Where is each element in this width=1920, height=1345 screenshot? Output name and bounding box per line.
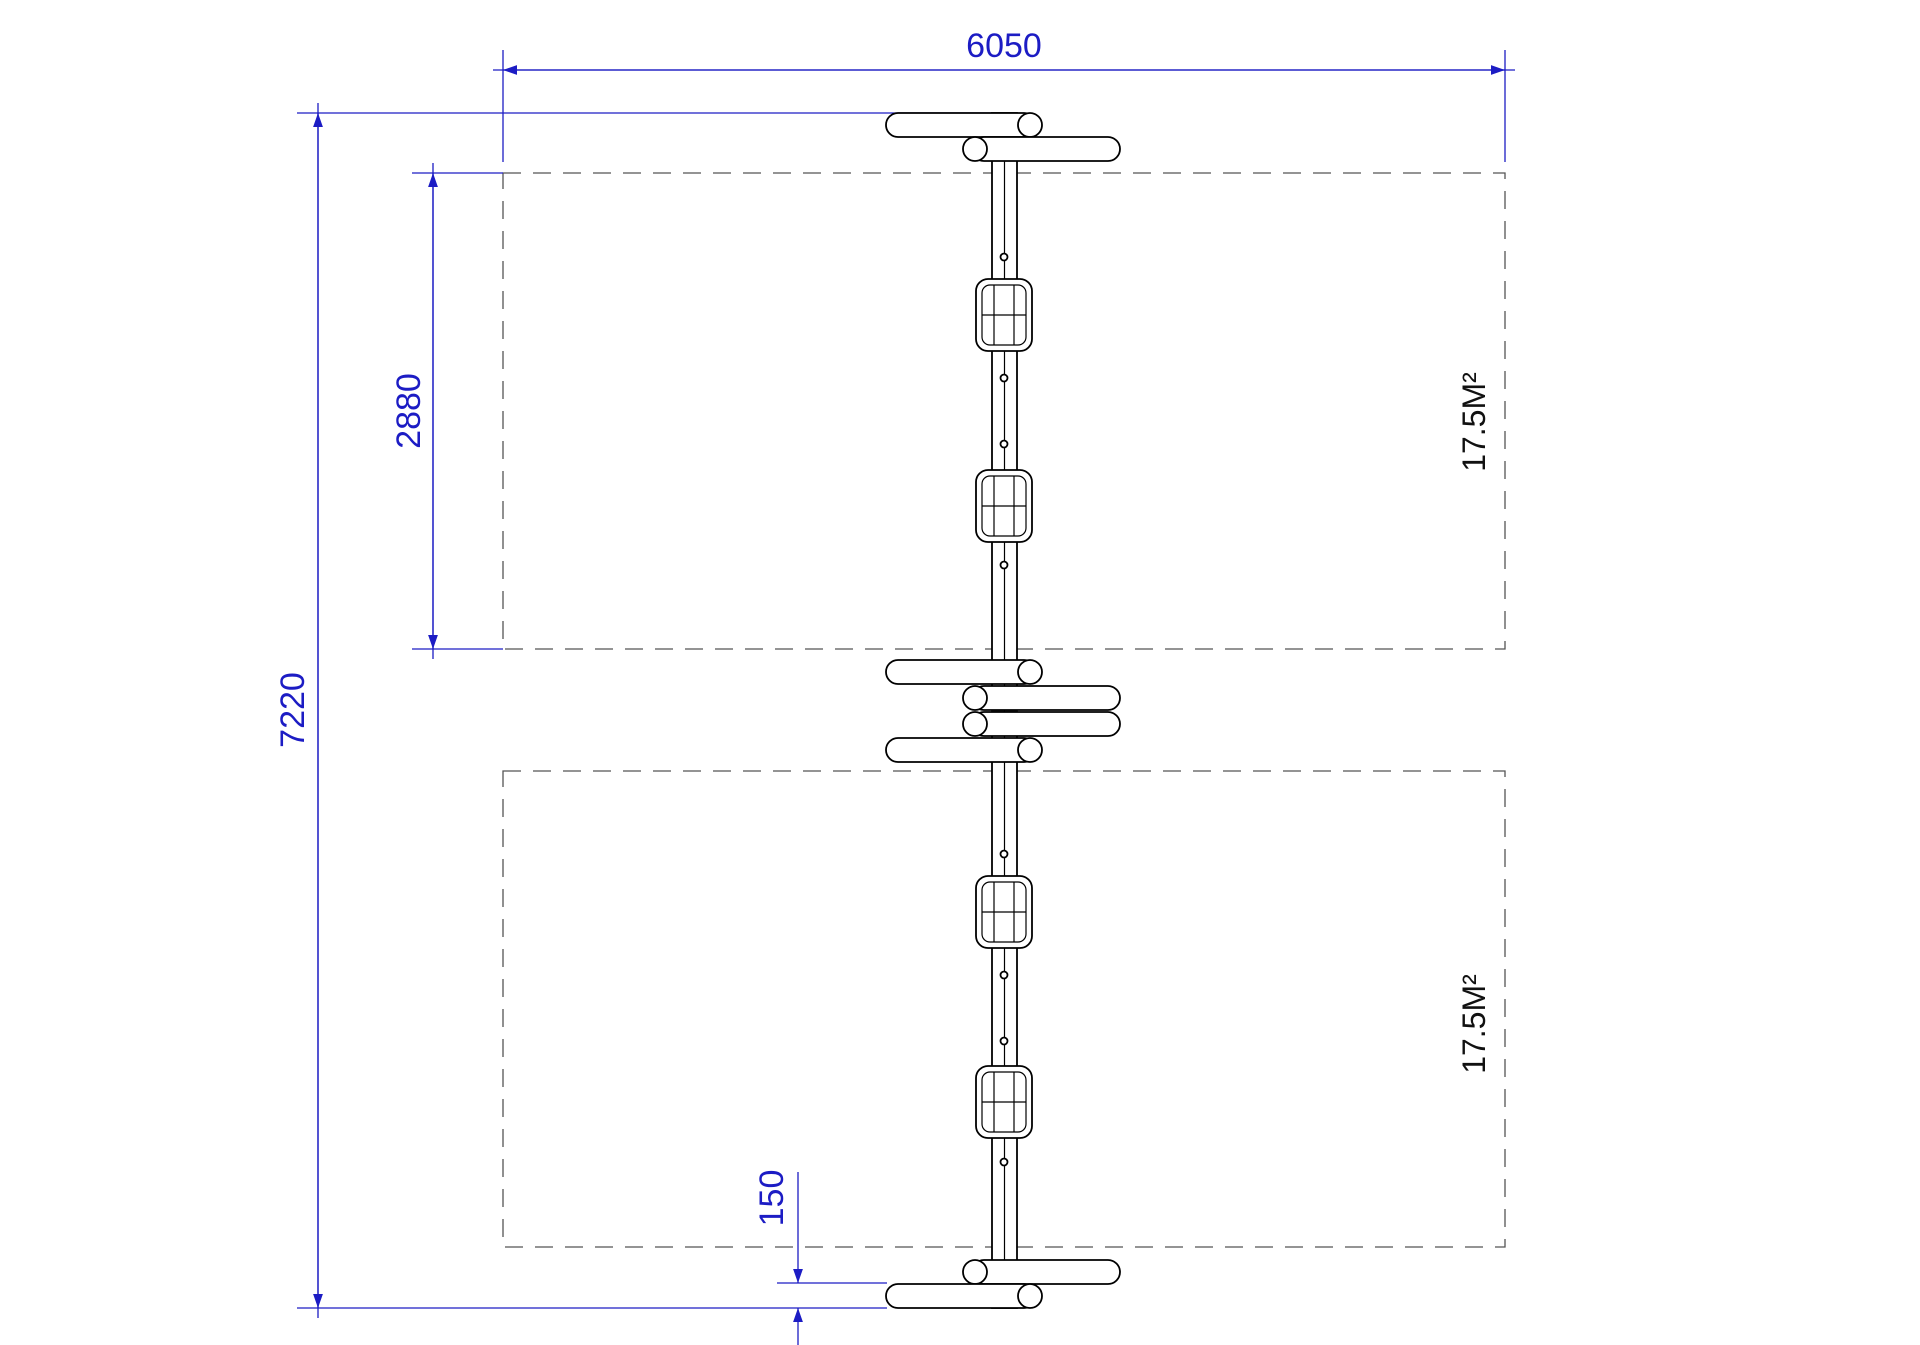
seat-clamp-4 <box>975 1065 1033 1139</box>
upper-zone-area-label: 17.5M² <box>1456 372 1492 472</box>
middle-joint-handles <box>885 659 1121 763</box>
clearance-dimension-label: 150 <box>753 1170 791 1227</box>
beam-bolt-holes <box>999 252 1018 1167</box>
zone-length-dimension: 2880 <box>390 163 503 659</box>
seat-clamp-2 <box>975 469 1033 543</box>
width-dimension-label: 6050 <box>966 27 1042 65</box>
lower-zone-area-label: 17.5M² <box>1456 974 1492 1074</box>
length-dimension: 7220 <box>274 103 992 1318</box>
lower-safety-zone <box>502 770 1506 1248</box>
upper-safety-zone <box>502 172 1506 650</box>
length-dimension-label: 7220 <box>274 672 312 748</box>
width-dimension: 6050 <box>493 27 1515 162</box>
bottom-end-handles <box>885 1259 1121 1309</box>
clearance-dimension: 150 <box>753 1170 887 1345</box>
seat-clamp-1 <box>975 278 1033 352</box>
top-end-handles <box>885 112 1121 162</box>
seat-clamp-3 <box>975 875 1033 949</box>
zone-length-dimension-label: 2880 <box>390 373 428 449</box>
